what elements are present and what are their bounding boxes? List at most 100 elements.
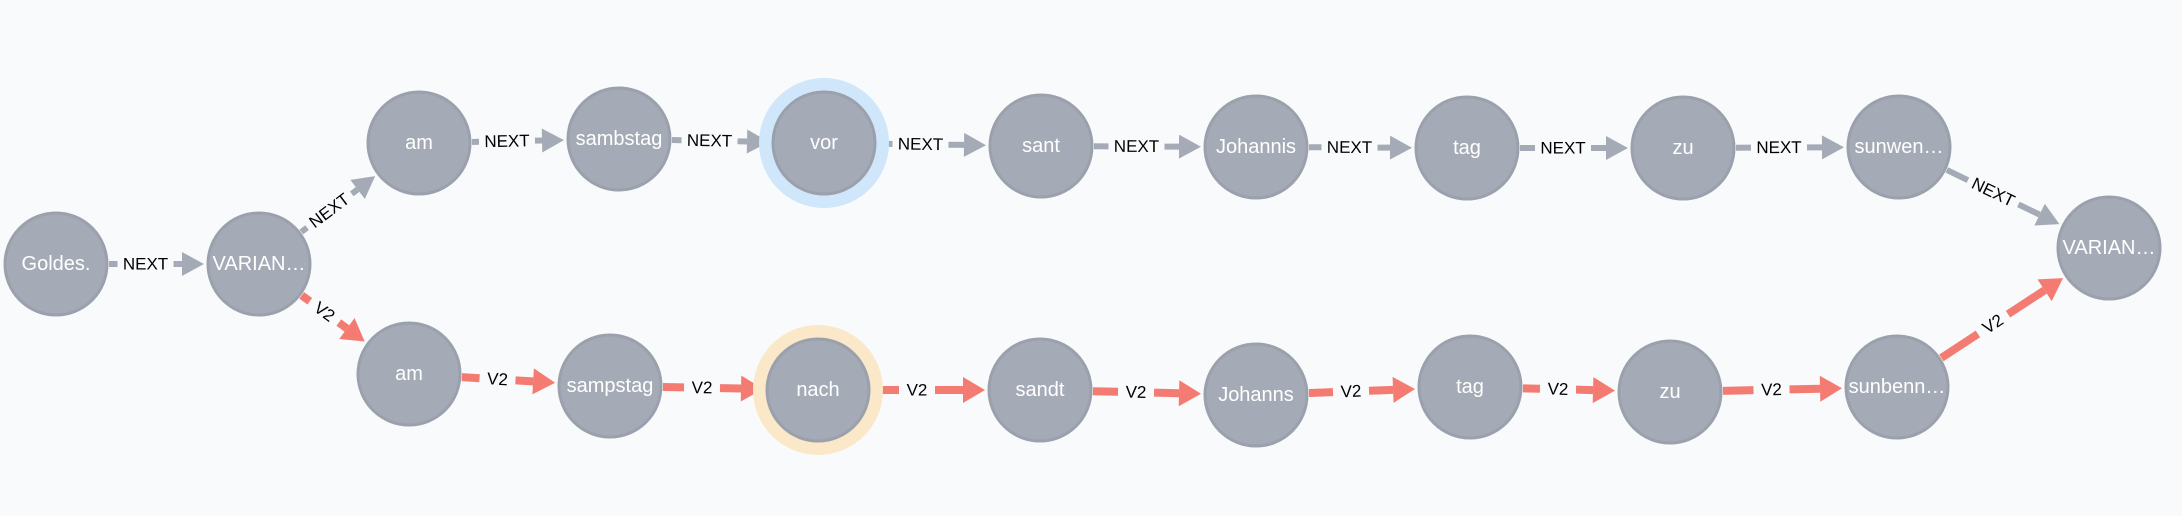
node-b4[interactable]: sandt [987,337,1093,443]
edge-line-segment [299,225,309,235]
node-circle [987,337,1093,443]
node-circle [771,90,877,196]
edge-arrowhead [1178,134,1202,159]
edge-label: NEXT [1540,139,1585,158]
edge-label: V2 [907,381,928,400]
edge-b2-b3[interactable]: V2 [662,375,764,402]
node-circle [1844,334,1950,440]
edge-a2-a3[interactable]: NEXT [671,129,770,154]
node-a7[interactable]: zu [1630,95,1736,201]
edge-line-segment [1153,388,1180,398]
edge-a7-a8[interactable]: NEXT [1735,135,1845,160]
edge-arrowhead [1592,377,1616,404]
edge-arrowhead [2034,203,2060,226]
edge-b6-b7[interactable]: V2 [1522,377,1616,404]
edge-line-segment [1722,386,1754,395]
edge-line-segment [1308,388,1334,398]
node-circle [1617,339,1723,445]
edge-arrowhead [963,377,985,403]
edge-arrowhead [2037,278,2064,302]
edge-n0-n1[interactable]: NEXT [109,252,204,276]
node-circle [988,93,1094,199]
edge-line-segment [336,319,350,332]
edge-line-segment [299,292,313,305]
node-a2[interactable]: sambstag [566,86,672,192]
node-n1[interactable]: VARIAN… [206,211,312,317]
edge-b5-b6[interactable]: V2 [1308,376,1416,403]
edge-line-segment [515,376,534,386]
edge-a1-a2[interactable]: NEXT [471,128,565,153]
edge-a4-a5[interactable]: NEXT [1093,134,1202,159]
node-b3[interactable]: nach [753,325,883,455]
edge-label: V2 [487,369,509,389]
edge-label: V2 [1547,379,1568,399]
node-circle [566,86,672,192]
edge-label: V2 [1340,382,1361,402]
edge-arrowhead [746,129,770,154]
edge-label: V2 [1761,380,1782,399]
edge-label: NEXT [484,131,530,151]
edge-label: NEXT [1327,138,1372,157]
node-circle [765,337,871,443]
node-n2[interactable]: VARIAN… [2056,195,2162,301]
edge-arrowhead [339,317,365,342]
node-a4[interactable]: sant [988,93,1094,199]
node-circle [366,90,472,196]
edge-b4-b5[interactable]: V2 [1092,380,1202,407]
edge-arrowhead [1178,380,1202,407]
edge-arrowhead [1821,135,1845,160]
edge-arrowhead [1392,376,1416,403]
node-circle [2056,195,2162,301]
node-b1[interactable]: am [356,321,462,427]
edge-arrowhead [350,176,376,200]
node-circle [557,333,663,439]
edge-arrowhead [182,252,204,276]
edge-label: V2 [1125,382,1146,401]
node-b5[interactable]: Johanns [1203,342,1309,448]
edge-line-segment [349,187,360,197]
edge-b1-b2[interactable]: V2 [461,368,556,395]
edge-line-segment [1789,384,1821,394]
node-n0[interactable]: Goldes. [3,211,109,317]
edge-arrowhead [963,132,987,157]
node-a3[interactable]: vor [759,78,889,208]
edge-arrowhead [1606,136,1628,160]
edge-line-segment [2005,286,2047,318]
edge-arrowhead [532,368,556,395]
edge-b7-b8[interactable]: V2 [1722,375,1843,402]
edge-label: V2 [691,378,712,397]
node-a6[interactable]: tag [1414,95,1520,201]
edge-line-segment [1092,387,1119,396]
edge-a6-a7[interactable]: NEXT [1520,136,1628,160]
node-circle [1417,334,1523,440]
node-circle [1846,94,1952,200]
edge-label: NEXT [898,135,944,155]
edge-arrowhead [740,375,764,402]
node-circle [1203,94,1309,200]
node-circle [3,211,109,317]
edge-label: NEXT [1114,137,1159,156]
edge-arrowhead [1389,135,1413,160]
node-b8[interactable]: sunbenn… [1844,334,1950,440]
edge-line-segment [1945,167,1970,183]
edge-line-segment [2017,201,2041,218]
edge-line-segment [1368,385,1394,395]
node-b2[interactable]: sampstag [557,333,663,439]
node-circle [1203,342,1309,448]
edge-line-segment [1939,330,1981,362]
node-b7[interactable]: zu [1617,339,1723,445]
node-a5[interactable]: Johannis [1203,94,1309,200]
node-a1[interactable]: am [366,90,472,196]
node-circle [1414,95,1520,201]
edge-label: NEXT [687,131,733,151]
edge-label: NEXT [1756,138,1801,157]
edge-a5-a6[interactable]: NEXT [1308,135,1413,160]
edge-arrowhead [541,128,565,153]
node-b6[interactable]: tag [1417,334,1523,440]
node-a8[interactable]: sunwen… [1846,94,1952,200]
edge-line-segment [461,373,480,383]
